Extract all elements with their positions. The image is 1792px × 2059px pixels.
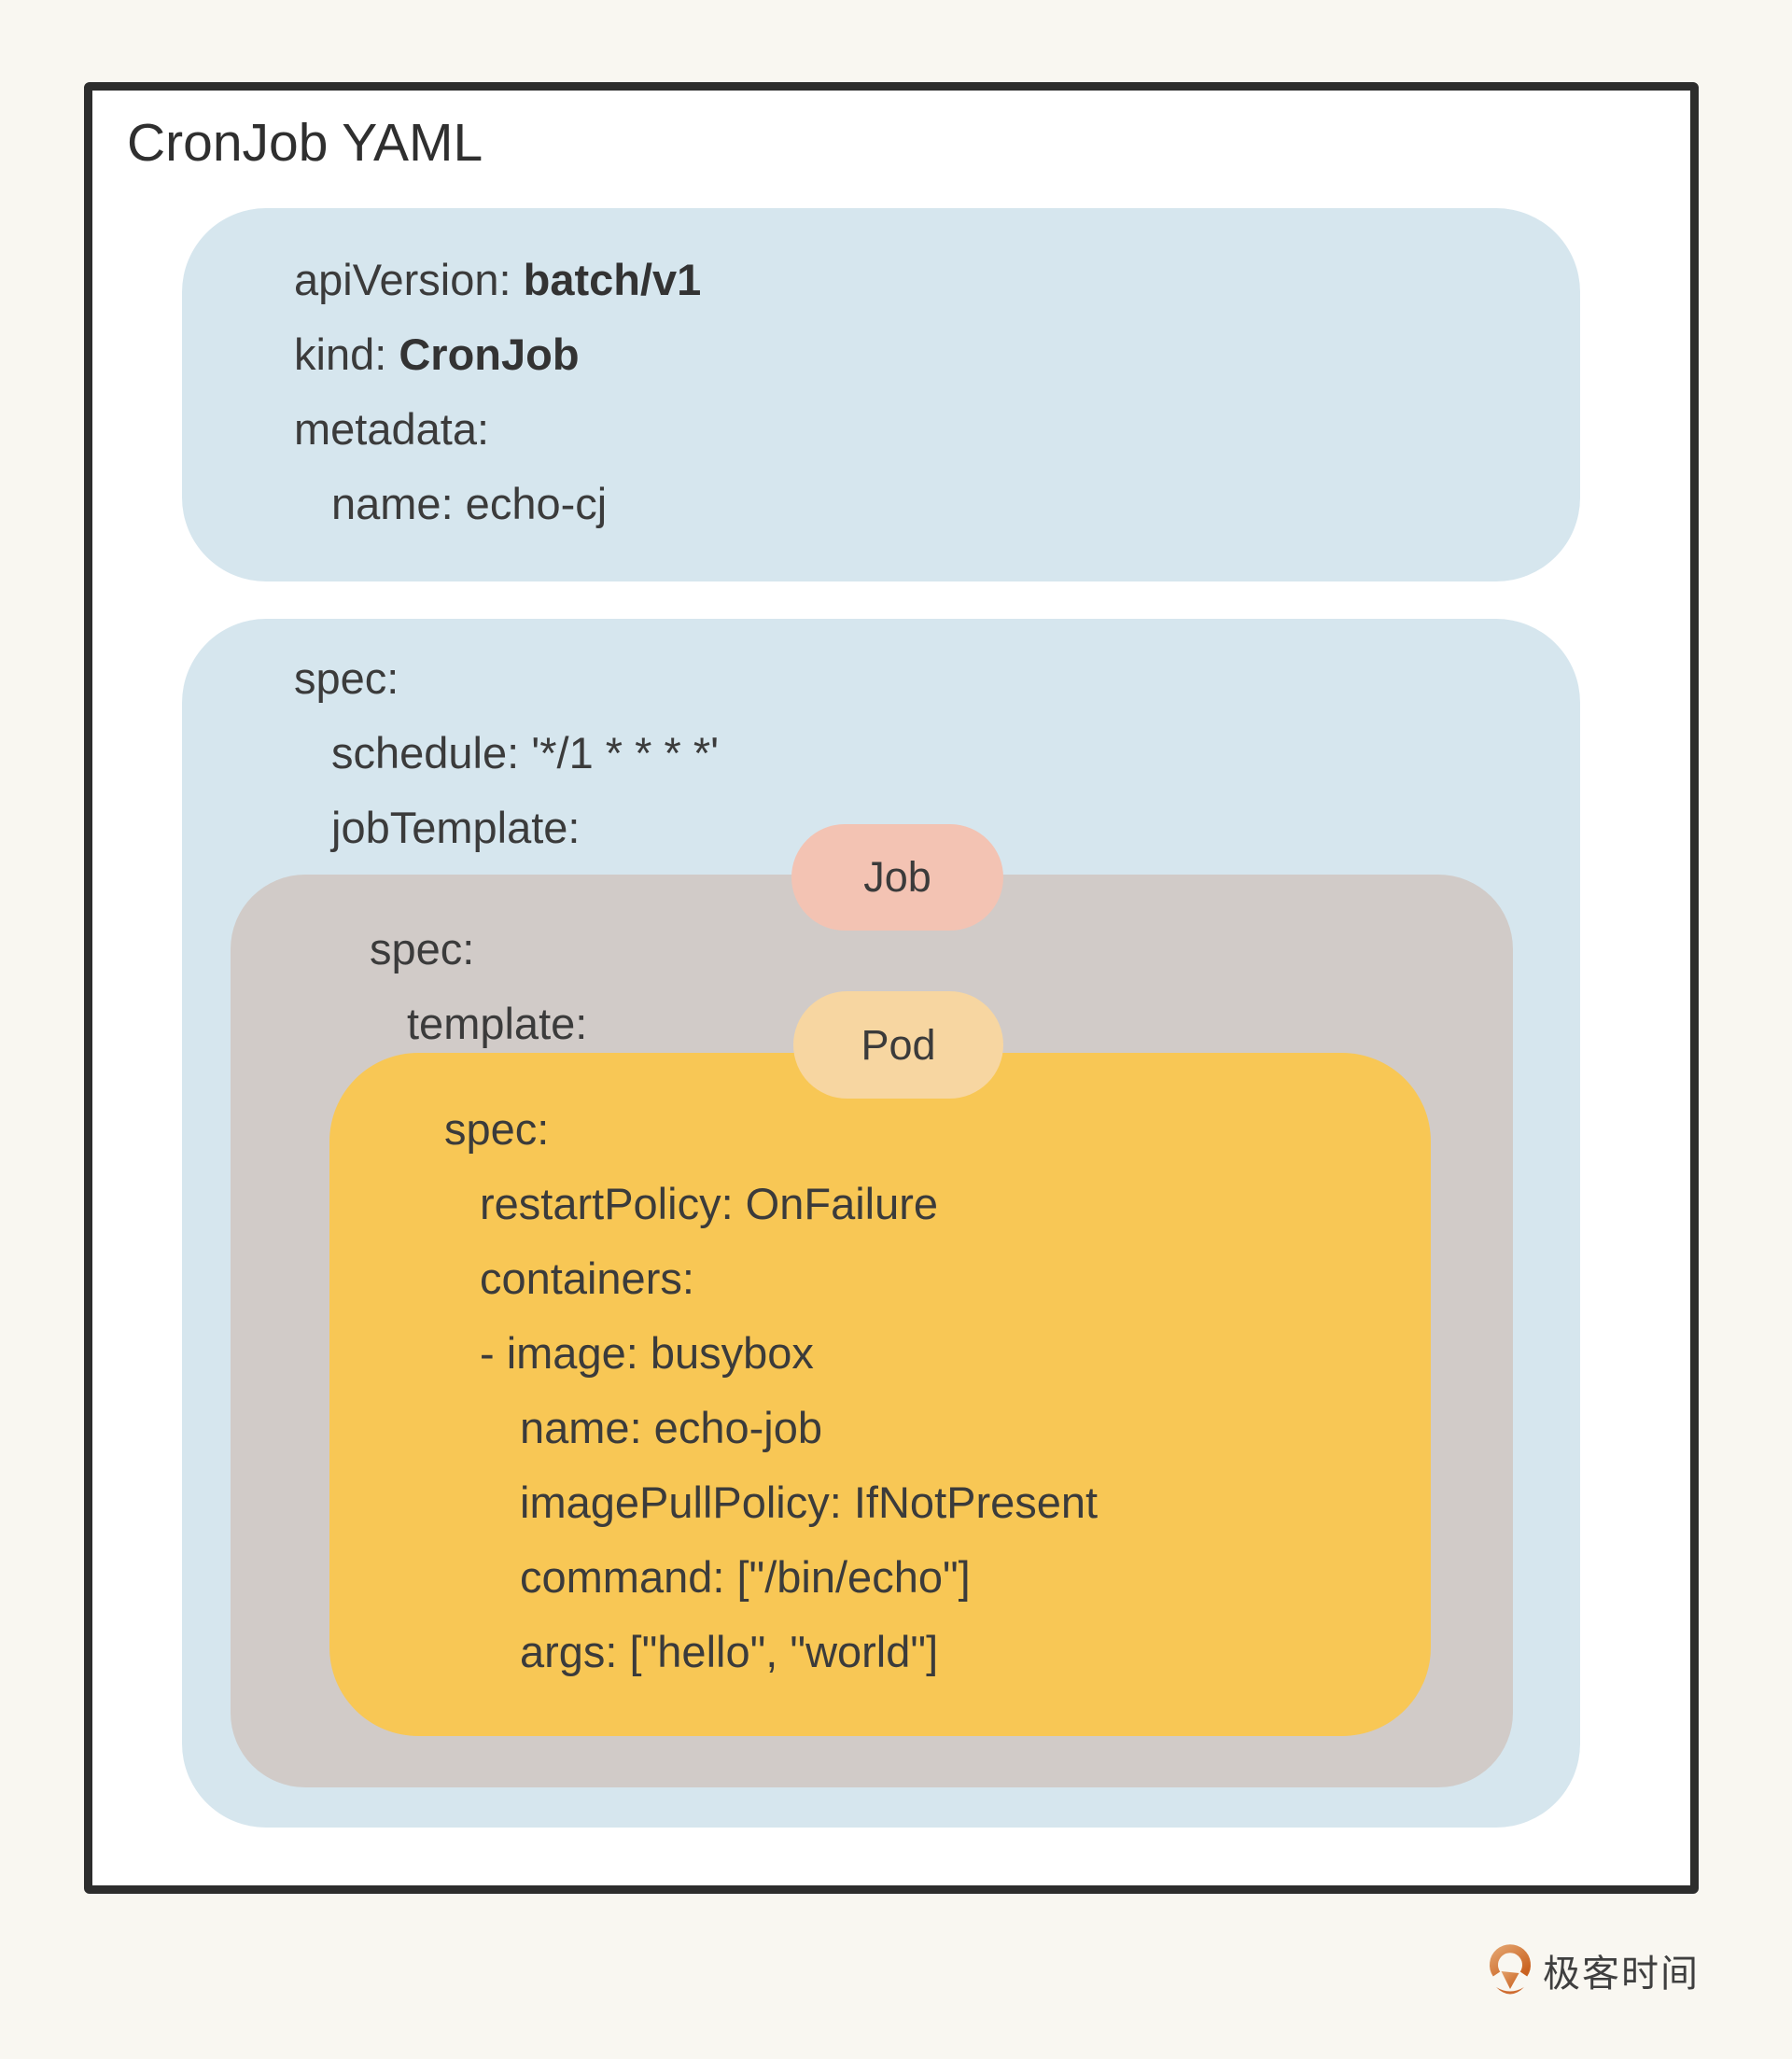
yaml-line-spec: spec: [294,653,399,703]
pod-box: spec: restartPolicy: OnFailure container… [329,1053,1431,1736]
yaml-key: kind: [294,329,399,379]
yaml-line-command: command: ["/bin/echo"] [520,1552,971,1602]
yaml-line-pod-spec: spec: [444,1104,550,1154]
cronjob-metadata-box: apiVersion: batch/v1 kind: CronJob metad… [182,208,1580,581]
yaml-line-apiversion: apiVersion: batch/v1 [182,243,1580,317]
yaml-line-name: name: echo-cj [331,479,608,528]
geektime-logo-text: 极客时间 [1543,1954,1700,1995]
pod-badge: Pod [793,991,1003,1099]
cronjob-spec-box: spec: schedule: '*/1 * * * *' jobTemplat… [182,619,1580,1828]
geektime-logo-icon [1490,1944,1531,1995]
yaml-line-image: - image: busybox [480,1328,814,1378]
yaml-line-args: args: ["hello", "world"] [520,1627,939,1676]
yaml-line-kind: kind: CronJob [182,317,1580,392]
yaml-bold-value: batch/v1 [523,255,702,304]
yaml-line-jobtemplate: jobTemplate: [331,803,581,852]
yaml-key: apiVersion: [294,255,524,304]
yaml-line-schedule: schedule: '*/1 * * * *' [331,728,720,777]
diagram-title: CronJob YAML [127,113,483,173]
yaml-line-restartpolicy: restartPolicy: OnFailure [480,1179,939,1228]
yaml-line-metadata: metadata: [294,404,490,454]
yaml-line-template: template: [407,999,588,1048]
yaml-line-container-name: name: echo-job [520,1403,822,1452]
job-badge: Job [791,824,1003,931]
geektime-logo: 极客时间 [1489,1943,1700,1997]
yaml-line-imagepullpolicy: imagePullPolicy: IfNotPresent [520,1478,1099,1527]
yaml-line-job-spec: spec: [370,924,475,973]
yaml-line-containers: containers: [480,1254,694,1303]
yaml-bold-value: CronJob [399,329,580,379]
job-box: spec: template: spec: restartPolicy: OnF… [231,875,1513,1787]
cronjob-yaml-frame: CronJob YAML apiVersion: batch/v1 kind: … [84,82,1699,1894]
